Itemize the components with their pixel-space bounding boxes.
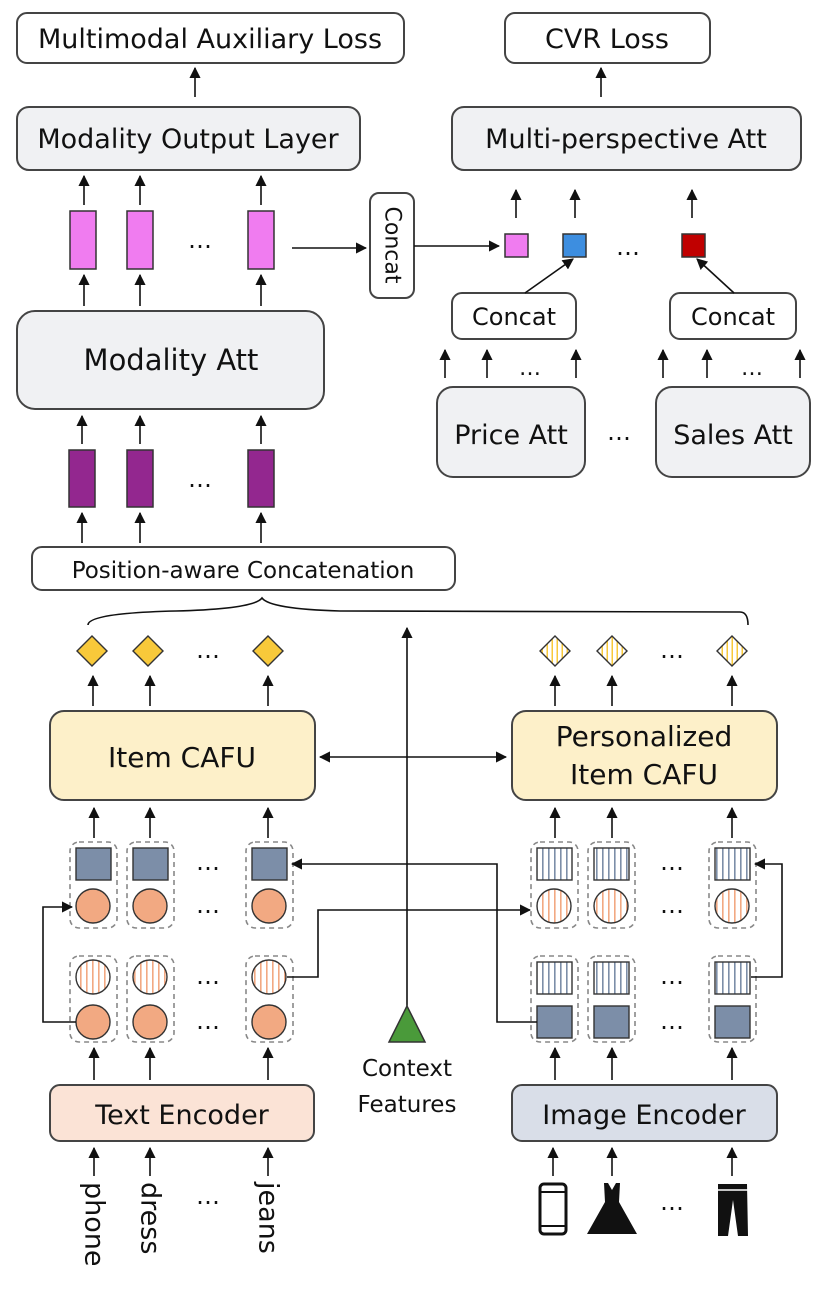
ellipsis: … (196, 636, 220, 664)
dress-icon (587, 1183, 637, 1234)
text-raw-pair (245, 955, 294, 1043)
concat-right-label: Concat (691, 303, 775, 331)
ellipsis: … (660, 962, 684, 990)
price-att-box: Price Att (436, 386, 586, 478)
context-triangle (387, 1004, 427, 1043)
position-aware-concat-box: Position-aware Concatenation (31, 546, 456, 591)
item-cafu-box: Item CAFU (49, 710, 316, 801)
ellipsis: … (196, 891, 220, 919)
gold-diamond (132, 635, 164, 667)
red-square (681, 233, 706, 258)
concat-left-label: Concat (472, 303, 556, 331)
multimodal-loss-box: Multimodal Auxiliary Loss (16, 12, 405, 64)
multimodal-loss-label: Multimodal Auxiliary Loss (38, 24, 382, 55)
gold-diamond (252, 635, 284, 667)
multi-perspective-att-box: Multi-perspective Att (451, 106, 802, 171)
sales-att-label: Sales Att (673, 420, 793, 451)
ellipsis: … (660, 636, 684, 664)
ellipsis: … (196, 848, 220, 876)
ellipsis: … (519, 356, 541, 381)
phone-icon (538, 1182, 568, 1236)
item-cafu-label: Item CAFU (108, 741, 256, 774)
concat-left-box: Concat (451, 292, 577, 340)
image-fused-pair (530, 841, 579, 929)
jeans-icon (718, 1184, 748, 1236)
personalized-cafu-line2: Item CAFU (570, 758, 718, 791)
cvr-loss-label: CVR Loss (545, 24, 669, 55)
pink-square (504, 233, 529, 258)
striped-diamond (596, 635, 628, 667)
purple-vector (247, 449, 275, 508)
pink-vector (126, 210, 154, 270)
cross-connection-text-to-image (287, 904, 532, 978)
image-raw-pair (708, 955, 757, 1043)
personalized-cafu-box: Personalized Item CAFU (511, 710, 778, 801)
modality-output-layer-label: Modality Output Layer (37, 124, 339, 155)
position-aware-concat-label: Position-aware Concatenation (72, 558, 415, 584)
ellipsis: … (196, 1182, 220, 1210)
price-att-label: Price Att (454, 420, 568, 451)
modality-output-layer-box: Modality Output Layer (16, 106, 361, 171)
text-raw-pair (126, 955, 175, 1043)
striped-diamond (539, 635, 571, 667)
image-raw-pair (530, 955, 579, 1043)
modality-att-box: Modality Att (16, 310, 325, 410)
striped-diamond (716, 635, 748, 667)
cvr-loss-box: CVR Loss (504, 12, 711, 64)
ellipsis: … (616, 233, 640, 261)
personalized-cafu-line1: Personalized (556, 720, 733, 753)
image-encoder-label: Image Encoder (542, 1100, 746, 1131)
purple-vector (126, 449, 154, 508)
text-fused-pair (69, 841, 118, 929)
text-raw-pair (69, 955, 118, 1043)
pink-vector (247, 210, 275, 270)
skip-connection (42, 901, 76, 1023)
ellipsis: … (196, 1007, 220, 1035)
sales-att-box: Sales Att (655, 386, 811, 478)
pink-vector (69, 210, 97, 270)
image-encoder-box: Image Encoder (511, 1084, 778, 1142)
gold-diamond (76, 635, 108, 667)
ellipsis: … (660, 1188, 684, 1216)
multi-perspective-att-label: Multi-perspective Att (485, 124, 767, 155)
image-fused-pair (587, 841, 636, 929)
image-raw-pair (587, 955, 636, 1043)
ellipsis: … (660, 848, 684, 876)
ellipsis: … (660, 1007, 684, 1035)
text-encoder-label: Text Encoder (94, 1100, 269, 1131)
concat-vertical-box: Concat (369, 192, 415, 299)
cross-connection-image-to-text (290, 858, 537, 1023)
ellipsis: … (196, 962, 220, 990)
text-encoder-box: Text Encoder (49, 1084, 315, 1142)
text-fused-pair (126, 841, 175, 929)
ellipsis: … (660, 891, 684, 919)
image-skip-connection (751, 858, 783, 978)
word-token: dress (135, 1182, 166, 1254)
word-token: phone (79, 1182, 110, 1267)
context-label-line2: Features (358, 1092, 457, 1118)
purple-vector (68, 449, 96, 508)
modality-att-label: Modality Att (84, 343, 259, 377)
context-label-line1: Context (362, 1056, 452, 1082)
concat-vertical-label: Concat (380, 207, 405, 284)
brace (87, 596, 749, 626)
concat-right-box: Concat (669, 292, 797, 340)
ellipsis: … (188, 226, 212, 254)
image-fused-pair (708, 841, 757, 929)
ellipsis: … (607, 418, 631, 446)
text-fused-pair (245, 841, 294, 929)
blue-square (562, 233, 587, 258)
ellipsis: … (188, 465, 212, 493)
word-token: jeans (253, 1181, 284, 1254)
ellipsis: … (741, 356, 763, 381)
